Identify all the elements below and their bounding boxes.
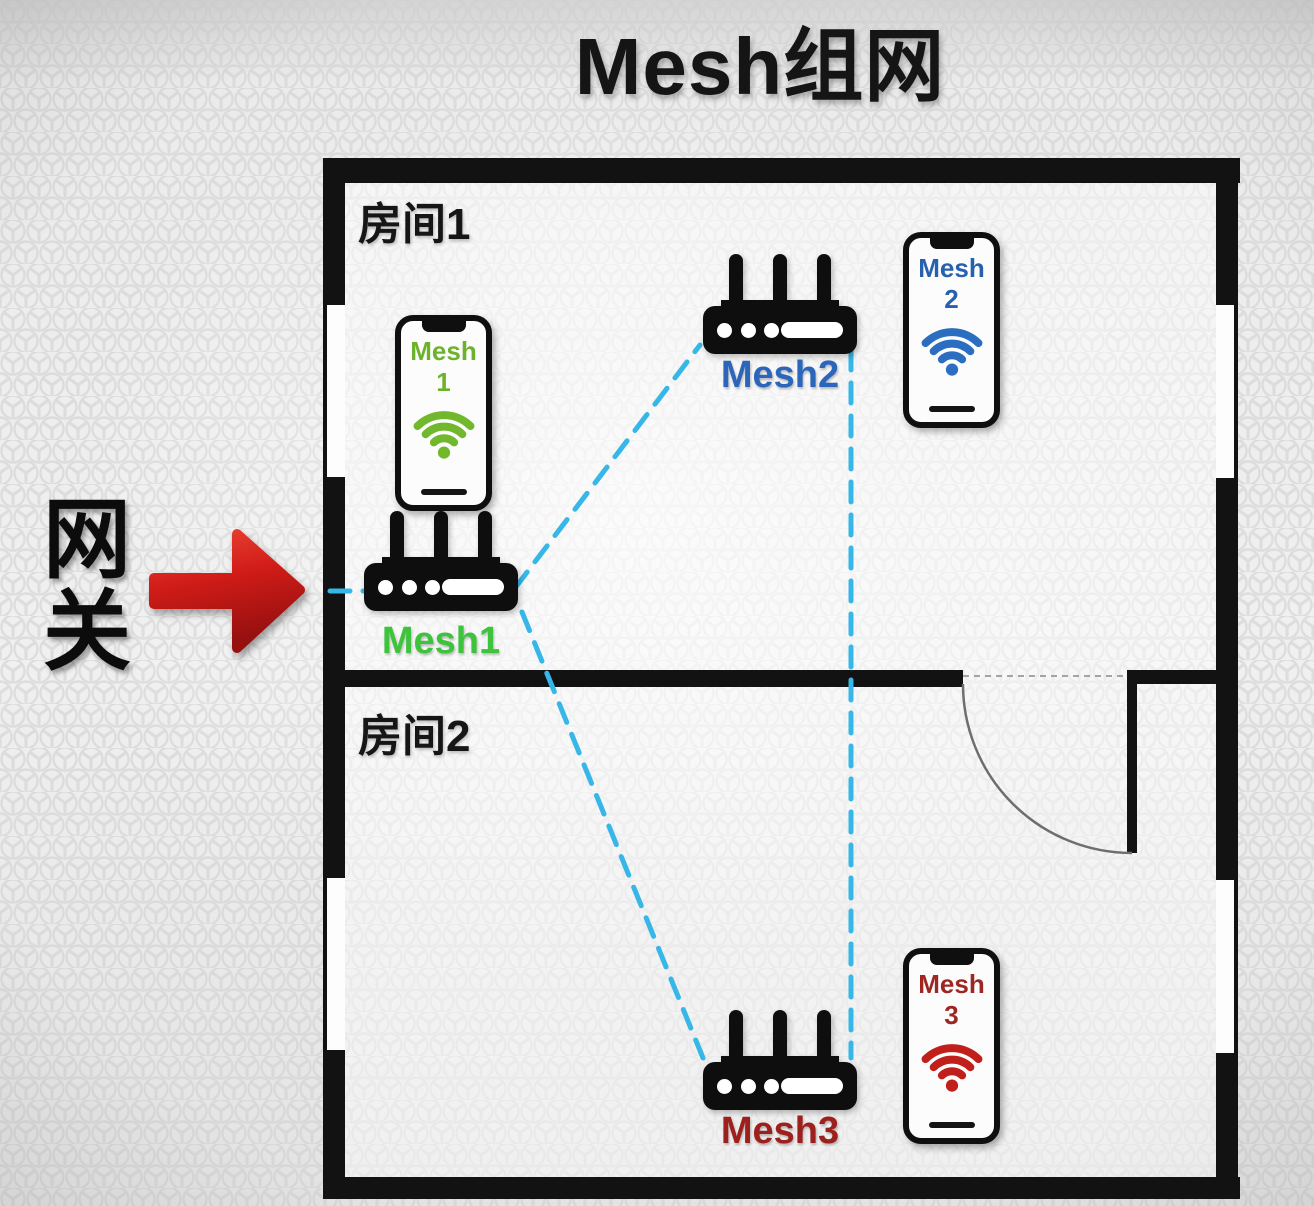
router-body bbox=[364, 563, 518, 611]
phone-home-indicator bbox=[420, 489, 467, 495]
router-led-dot bbox=[425, 580, 440, 595]
gateway-label: 网关 bbox=[42, 490, 131, 682]
router-mesh2 bbox=[703, 254, 857, 354]
phone-notch bbox=[929, 954, 974, 965]
phone-label: Mesh 1 bbox=[410, 336, 477, 397]
router-body bbox=[703, 306, 857, 354]
phone-mesh2: Mesh 2 bbox=[903, 232, 1000, 428]
router-mesh3 bbox=[703, 1010, 857, 1110]
router-label-mesh2: Mesh2 bbox=[720, 354, 840, 396]
router-led-bar bbox=[442, 579, 504, 595]
wall-middle bbox=[323, 670, 963, 687]
wifi-icon bbox=[921, 1044, 982, 1092]
router-led-bar bbox=[781, 1078, 843, 1094]
room-label-2: 房间2 bbox=[358, 712, 471, 761]
phone-home-indicator bbox=[928, 406, 975, 412]
router-led-dot bbox=[402, 580, 417, 595]
router-mesh1 bbox=[364, 511, 518, 611]
router-label-mesh3: Mesh3 bbox=[720, 1110, 840, 1152]
router-label-mesh1: Mesh1 bbox=[381, 620, 501, 662]
router-led-dot bbox=[764, 1079, 779, 1094]
phone-notch bbox=[421, 321, 466, 332]
gateway-arrow-icon bbox=[149, 529, 305, 653]
router-led-dot bbox=[741, 1079, 756, 1094]
router-led-dot bbox=[717, 323, 732, 338]
room-label-1: 房间1 bbox=[358, 200, 471, 249]
wall-top bbox=[323, 158, 1240, 183]
window-left-lower bbox=[327, 878, 345, 1050]
door-leaf bbox=[1127, 670, 1137, 853]
wifi-icon bbox=[413, 411, 474, 459]
phone-label: Mesh 2 bbox=[918, 253, 985, 314]
router-body bbox=[703, 1062, 857, 1110]
phone-home-indicator bbox=[928, 1122, 975, 1128]
router-led-bar bbox=[781, 322, 843, 338]
wifi-icon bbox=[921, 328, 982, 376]
page-title: Mesh组网 bbox=[574, 22, 946, 111]
phone-notch bbox=[929, 238, 974, 249]
router-led-dot bbox=[764, 323, 779, 338]
router-led-dot bbox=[378, 580, 393, 595]
window-right-lower bbox=[1216, 880, 1234, 1053]
phone-label: Mesh 3 bbox=[918, 969, 985, 1030]
router-led-dot bbox=[717, 1079, 732, 1094]
phone-mesh1: Mesh 1 bbox=[395, 315, 492, 511]
phone-mesh3: Mesh 3 bbox=[903, 948, 1000, 1144]
router-led-dot bbox=[741, 323, 756, 338]
wall-bottom bbox=[323, 1177, 1240, 1199]
wall-door-stub bbox=[1133, 670, 1216, 684]
window-left-upper bbox=[327, 305, 345, 477]
window-right-upper bbox=[1216, 305, 1234, 478]
